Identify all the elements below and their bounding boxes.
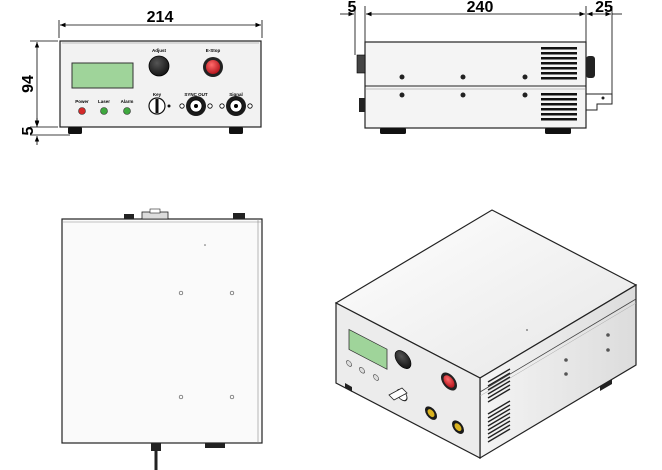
foot <box>68 127 82 134</box>
screw <box>178 394 184 400</box>
screw <box>522 92 528 98</box>
iso-lcd-display <box>348 328 388 370</box>
sync-out-label: SYNC OUT <box>184 92 208 97</box>
top-estop <box>233 213 245 219</box>
foot <box>345 383 352 392</box>
top-view <box>61 208 263 470</box>
screw <box>606 333 610 337</box>
dim-side-front-offset: 5 <box>348 0 357 16</box>
screw <box>460 92 466 98</box>
top-knob-cap <box>149 208 161 214</box>
dim-side-rear-offset: 25 <box>595 0 613 16</box>
iso-vent-upper <box>487 368 511 403</box>
marker-dot <box>526 329 528 331</box>
iso-led <box>346 360 352 367</box>
iso-signal-gold <box>454 423 462 432</box>
key-indicator <box>167 104 171 108</box>
key-slot <box>155 99 159 113</box>
marker-dot <box>204 244 206 246</box>
dim-front-feet: 5 <box>20 126 37 135</box>
top-rear-bracket <box>205 443 225 448</box>
side-front-knob <box>359 98 365 112</box>
adjust-knob[interactable] <box>148 55 170 77</box>
sync-out-screw <box>207 103 213 109</box>
iso-vent-lower <box>487 400 511 443</box>
screw <box>606 348 610 352</box>
laser-led <box>100 107 108 115</box>
iso-seam <box>479 302 637 397</box>
dim-front-width: 214 <box>147 9 174 26</box>
lcd-display <box>71 62 134 89</box>
bracket-hole <box>601 96 605 100</box>
alarm-led <box>123 107 131 115</box>
screw <box>229 290 235 296</box>
signal-screw <box>219 103 225 109</box>
iso-seam <box>479 298 637 393</box>
adjust-label: Adjust <box>152 48 167 53</box>
signal-screw <box>247 103 253 109</box>
side-rear-bracket <box>586 93 613 111</box>
side-vent-lower <box>541 93 577 121</box>
iso-estop-cap[interactable] <box>443 373 455 390</box>
top-body <box>61 218 263 444</box>
iso-adjust-knob[interactable] <box>394 347 412 371</box>
foot <box>600 379 612 391</box>
foot <box>545 128 571 134</box>
power-led <box>78 107 86 115</box>
estop-cap[interactable] <box>206 60 220 74</box>
side-rear-connector <box>586 56 595 78</box>
screw <box>178 290 184 296</box>
estop-label: E-Stop <box>206 48 221 53</box>
power-label: Power <box>75 99 89 104</box>
foot <box>380 128 406 134</box>
top-rear-connector <box>151 443 161 451</box>
iso-led <box>373 374 379 381</box>
foot <box>229 127 243 134</box>
signal-pin <box>234 104 238 108</box>
iso-key <box>388 387 408 401</box>
signal-label: Signal <box>229 92 243 97</box>
isometric-view <box>334 209 638 460</box>
key-label: Key <box>153 92 162 97</box>
screw <box>460 74 466 80</box>
top-knob-dark <box>124 214 134 219</box>
side-vent-upper <box>541 47 577 80</box>
screw <box>564 358 568 362</box>
sync-out-pin <box>194 104 198 108</box>
laser-label: Laser <box>98 99 110 104</box>
screw <box>564 372 568 376</box>
screw <box>399 74 405 80</box>
dim-side-depth: 240 <box>467 0 494 16</box>
sync-out-screw <box>179 103 185 109</box>
side-view: 5 240 25 <box>340 0 622 134</box>
screw <box>399 92 405 98</box>
dim-front-height: 94 <box>20 75 37 93</box>
iso-led <box>359 366 365 374</box>
screw <box>522 74 528 80</box>
front-view: 214 94 5 Adjust E-Stop Power Laser Alarm <box>20 9 263 145</box>
iso-sync-out-gold <box>427 409 435 418</box>
side-front-knob <box>356 54 366 74</box>
screw <box>229 394 235 400</box>
alarm-label: Alarm <box>121 99 134 104</box>
